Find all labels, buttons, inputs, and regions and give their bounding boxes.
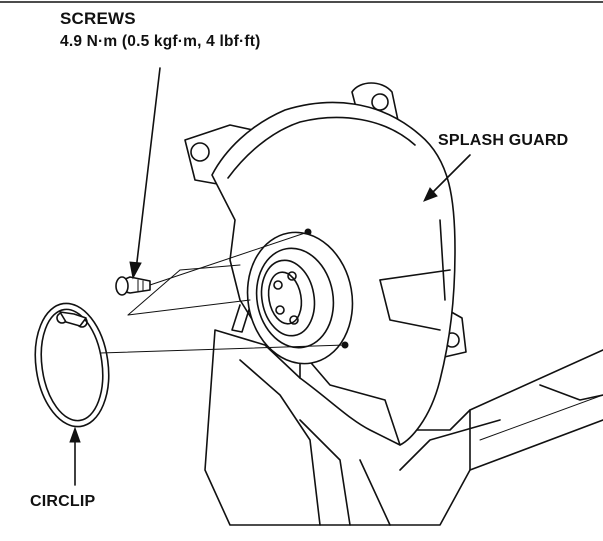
screw xyxy=(115,276,151,296)
circlip xyxy=(34,302,110,428)
screws-torque-label: 4.9 N·m (0.5 kgf·m, 4 lbf·ft) xyxy=(60,33,261,50)
alignment-lines xyxy=(99,231,346,354)
arrow-icon xyxy=(129,67,161,280)
arrow-icon xyxy=(69,426,81,486)
screws-label: SCREWS xyxy=(60,9,136,28)
lower-housing xyxy=(204,329,603,526)
circlip-label: CIRCLIP xyxy=(30,493,96,510)
splash-guard-label: SPLASH GUARD xyxy=(438,132,569,149)
arrow-icon xyxy=(423,154,471,202)
hub-bearing xyxy=(246,231,354,365)
